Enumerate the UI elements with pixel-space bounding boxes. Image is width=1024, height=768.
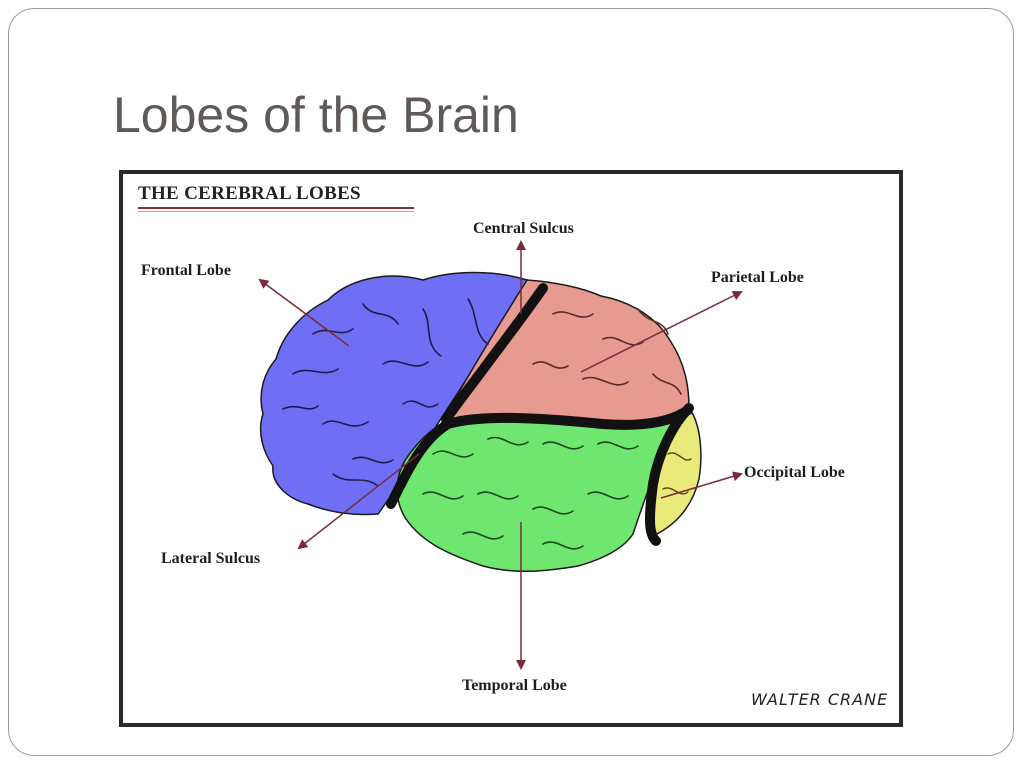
label-frontal-lobe: Frontal Lobe xyxy=(141,262,231,279)
title-underline-thin xyxy=(138,211,414,212)
frontal-arrow xyxy=(258,278,350,347)
gyri-detail xyxy=(282,298,489,487)
parietal-arrow xyxy=(580,291,743,373)
slide-title: Lobes of the Brain xyxy=(113,87,519,143)
gyri-detail-occipital xyxy=(662,452,692,495)
title-underline xyxy=(138,207,414,209)
occipital-boundary-line xyxy=(645,403,694,546)
artist-signature: WALTER CRANE xyxy=(751,690,889,709)
diagram-title: THE CEREBRAL LOBES xyxy=(138,183,361,204)
brain-illustration xyxy=(258,240,743,670)
central-sulcus-line xyxy=(441,283,548,424)
label-parietal-lobe: Parietal Lobe xyxy=(711,269,804,286)
label-occipital-lobe: Occipital Lobe xyxy=(744,464,845,481)
label-lateral-sulcus: Lateral Sulcus xyxy=(161,550,261,567)
label-temporal-lobe: Temporal Lobe xyxy=(462,677,567,694)
gyri-detail-temporal xyxy=(422,436,639,550)
lateral-sulcus-arrow xyxy=(297,453,420,550)
brain-diagram: THE CEREBRAL LOBES Frontal Lobe Central … xyxy=(119,170,903,727)
occipital-arrow xyxy=(660,471,743,499)
label-central-sulcus: Central Sulcus xyxy=(473,220,574,237)
